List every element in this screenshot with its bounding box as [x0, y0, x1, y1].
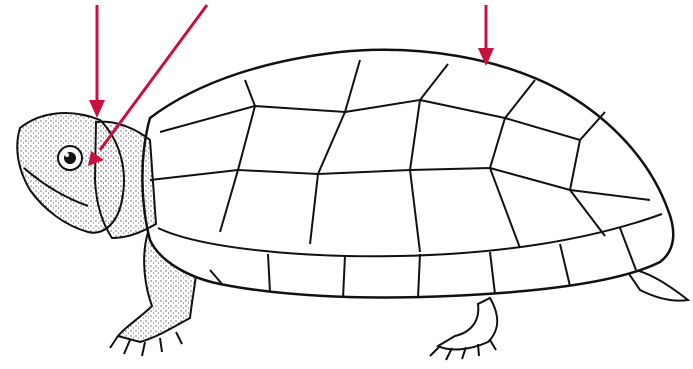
hind-leg	[438, 298, 497, 349]
eye-highlight	[65, 153, 69, 157]
head	[17, 113, 124, 233]
arrow-neck	[89, 5, 105, 118]
arrow-carapace-top	[478, 5, 494, 66]
carapace	[142, 50, 673, 298]
